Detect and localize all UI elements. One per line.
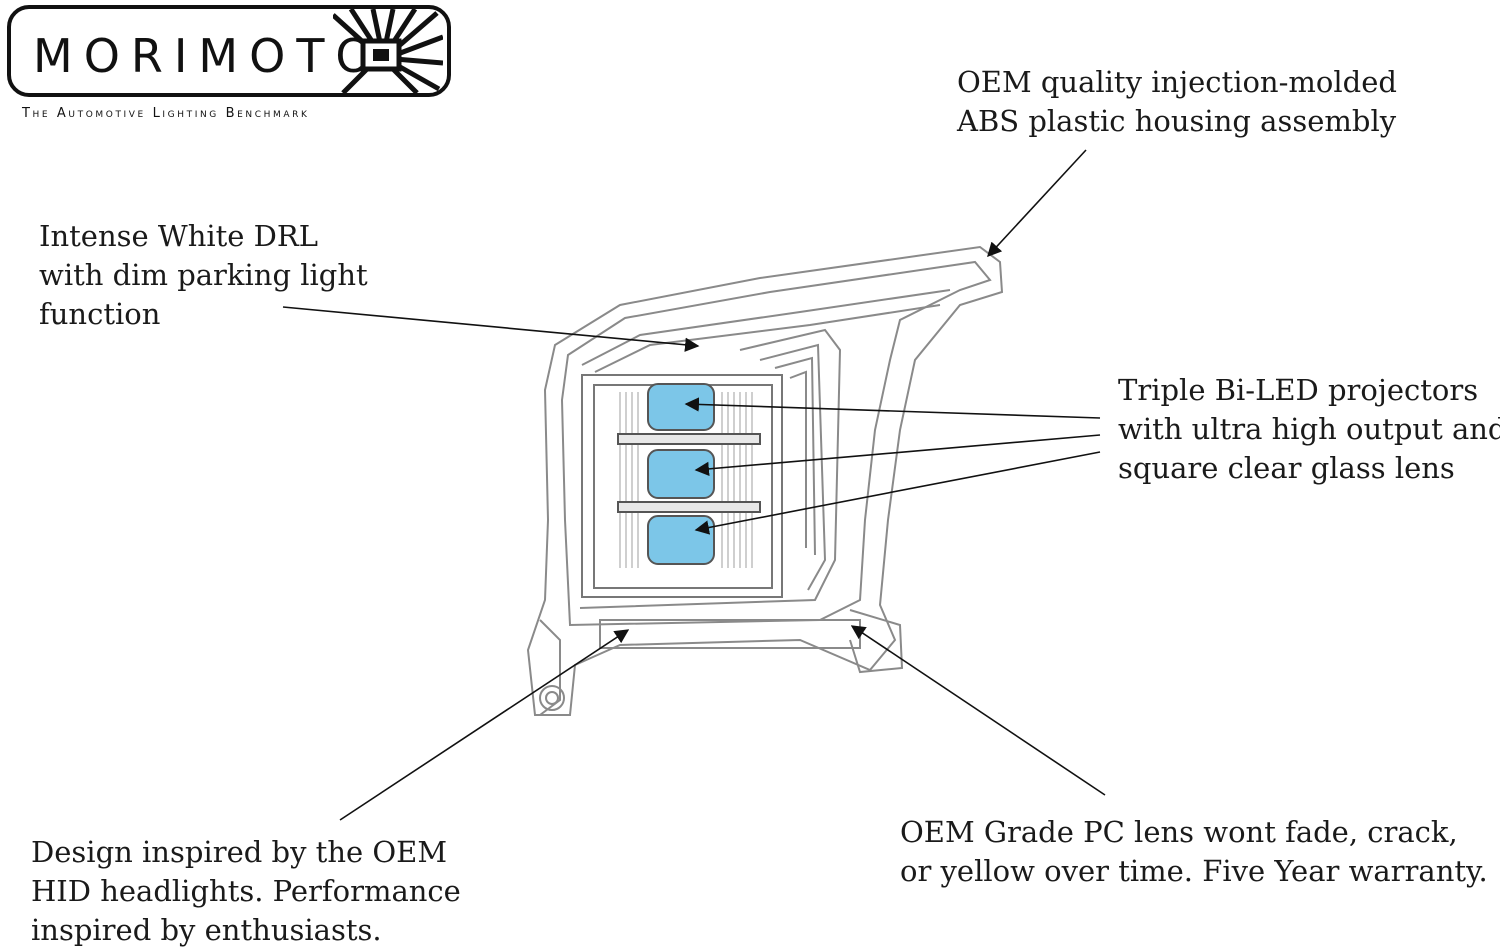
callout-line: ABS plastic housing assembly (957, 104, 1397, 138)
projector-lens-middle (647, 449, 715, 499)
callout-line: OEM Grade PC lens wont fade, crack, (900, 815, 1458, 849)
callout-line: with ultra high output and (1118, 412, 1500, 446)
leader-drl (282, 306, 700, 352)
leader-lens (850, 625, 1106, 796)
projector-lens-top (647, 383, 715, 431)
leader-design (339, 629, 630, 821)
callout-design: Design inspired by the OEM HID headlight… (31, 833, 461, 950)
projector-lenses (617, 383, 761, 565)
callout-line: function (39, 297, 161, 331)
callout-line: Design inspired by the OEM (31, 835, 448, 869)
callout-housing: OEM quality injection-molded ABS plastic… (957, 63, 1397, 141)
brand-name: Morimoto (33, 29, 383, 83)
brand-logo: Morimoto (7, 5, 451, 97)
brand-tagline: The Automotive Lighting Benchmark (22, 106, 310, 121)
leader-proj-3 (694, 451, 1101, 535)
leader-proj-2 (694, 434, 1101, 477)
callout-projectors: Triple Bi-LED projectors with ultra high… (1118, 371, 1500, 488)
callout-line: Triple Bi-LED projectors (1118, 373, 1479, 407)
callout-line: with dim parking light (39, 258, 368, 292)
leader-lines (282, 149, 1106, 821)
leader-housing (987, 149, 1087, 258)
callout-drl: Intense White DRL with dim parking light… (39, 217, 368, 334)
callout-line: OEM quality injection-molded (957, 65, 1397, 99)
leader-proj-1 (684, 397, 1101, 419)
projector-lens-bottom (647, 515, 715, 565)
callout-line: square clear glass lens (1118, 451, 1455, 485)
callout-line: Intense White DRL (39, 219, 319, 253)
callout-lens: OEM Grade PC lens wont fade, crack, or y… (900, 813, 1488, 891)
sunburst-icon (333, 9, 443, 93)
callout-line: HID headlights. Performance (31, 874, 461, 908)
heatsink-fins (619, 392, 753, 568)
callout-line: or yellow over time. Five Year warranty. (900, 854, 1488, 888)
headlight-housing (526, 245, 1004, 716)
callout-line: inspired by enthusiasts. (31, 913, 382, 947)
